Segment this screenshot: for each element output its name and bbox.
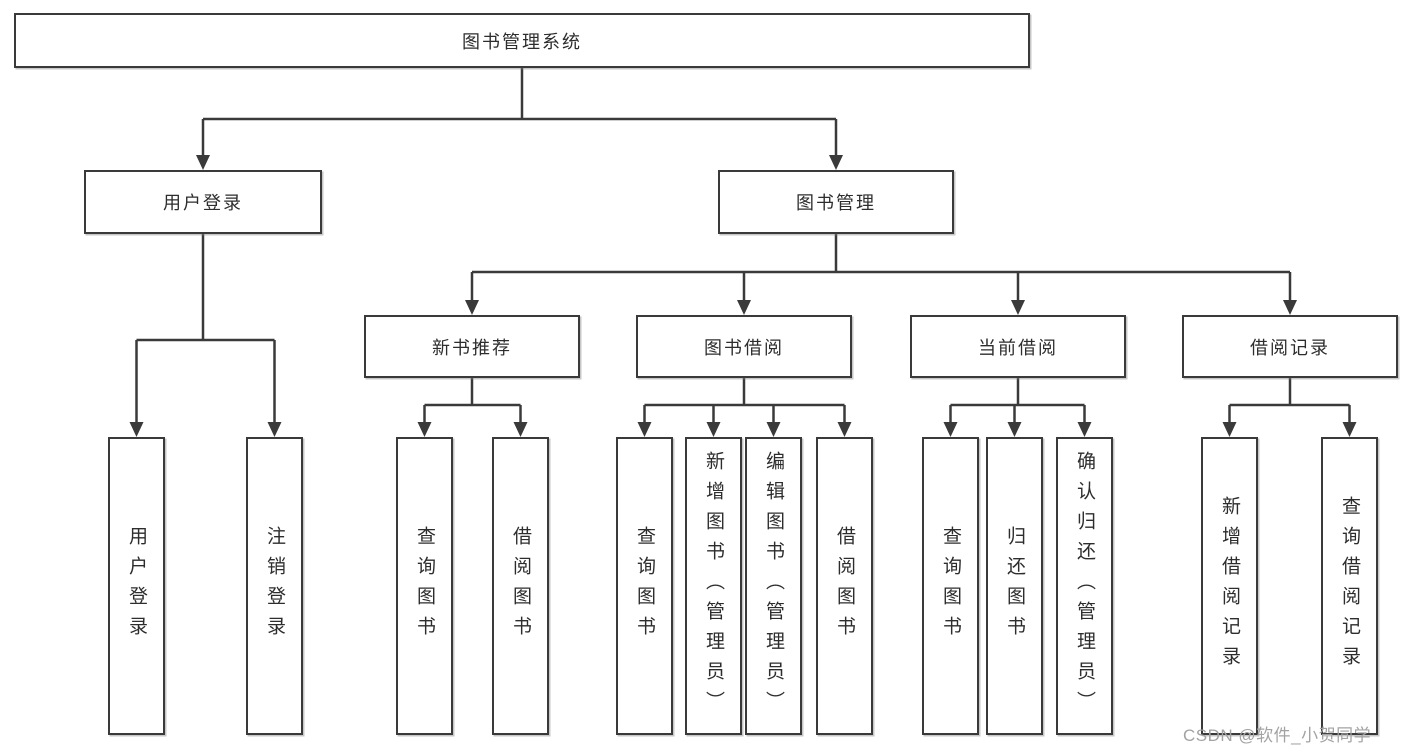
leaf-br-add-record: 新增借阅记录 xyxy=(1201,437,1258,735)
leaf-cb-confirm-return-admin: 确认归还（管理员） xyxy=(1056,437,1113,735)
node-book-management: 图书管理 xyxy=(718,170,954,234)
leaf-bb-edit-book-admin: 编辑图书（管理员） xyxy=(745,437,802,735)
leaf-bb-add-book-admin: 新增图书（管理员） xyxy=(685,437,742,735)
node-borrow-records: 借阅记录 xyxy=(1182,315,1398,378)
leaf-bb-query-book: 查询图书 xyxy=(616,437,673,735)
leaf-nbr-borrow-book: 借阅图书 xyxy=(492,437,549,735)
watermark: CSDN @软件_小贺同学 xyxy=(1183,726,1372,745)
leaf-br-query-record: 查询借阅记录 xyxy=(1321,437,1378,735)
leaf-logout: 注销登录 xyxy=(246,437,303,735)
node-root: 图书管理系统 xyxy=(14,13,1030,68)
node-new-book-recommend: 新书推荐 xyxy=(364,315,580,378)
leaf-cb-query-book: 查询图书 xyxy=(922,437,979,735)
node-book-borrow: 图书借阅 xyxy=(636,315,852,378)
leaf-user-login: 用户登录 xyxy=(108,437,165,735)
node-user-login: 用户登录 xyxy=(84,170,322,234)
leaf-nbr-query-book: 查询图书 xyxy=(396,437,453,735)
leaf-bb-borrow-book: 借阅图书 xyxy=(816,437,873,735)
leaf-cb-return-book: 归还图书 xyxy=(986,437,1043,735)
node-current-borrow: 当前借阅 xyxy=(910,315,1126,378)
